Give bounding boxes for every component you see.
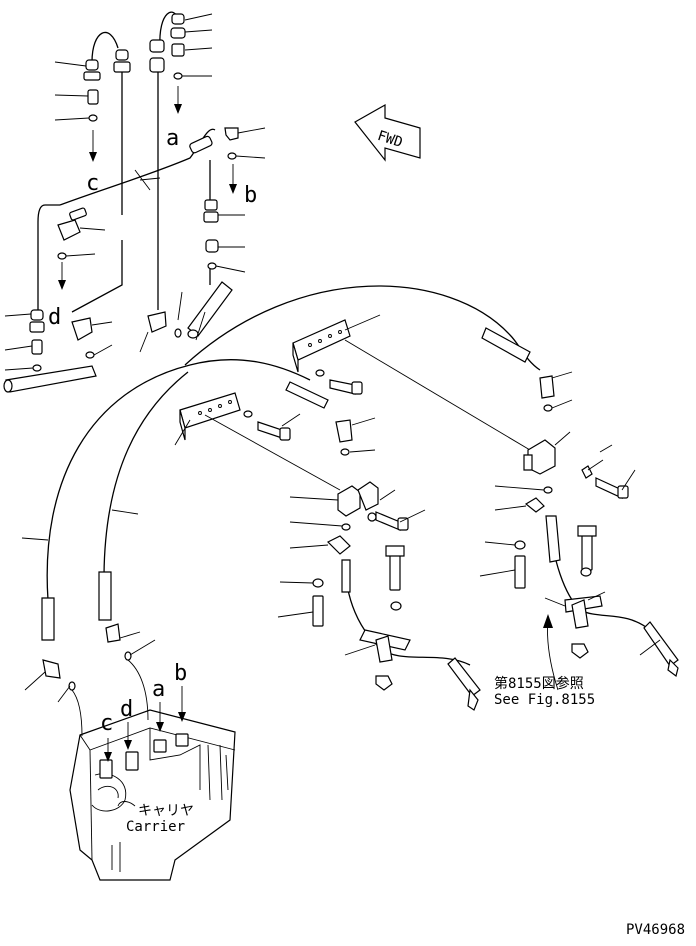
fitting-stack-lower-left	[29, 309, 45, 372]
carrier-label-en: Carrier	[126, 819, 185, 835]
mounting-bracket-left	[174, 392, 341, 491]
junction-block-right	[494, 431, 636, 499]
label-b-carrier: b	[174, 661, 187, 686]
fitting-stack-left	[83, 59, 101, 122]
fwd-direction-marker[interactable]: FWD	[354, 103, 421, 162]
cylinder-left	[3, 365, 97, 393]
label-d-top: d	[48, 305, 61, 330]
fitting-stack-center	[113, 39, 165, 73]
fitting-stack-right-column	[203, 199, 219, 270]
label-c-top: c	[86, 171, 99, 196]
fig-ref-en: See Fig.8155	[494, 692, 595, 708]
label-c-carrier: c	[100, 711, 113, 736]
carrier-callout-leader	[117, 801, 136, 807]
clamp-assembly-center	[277, 535, 481, 711]
carrier-label-jp: キャリヤ	[138, 803, 194, 819]
label-b-top: b	[244, 183, 257, 208]
clamp-assembly-right	[479, 497, 679, 691]
flow-arrows-top	[58, 86, 237, 290]
drawing-id: PV46968	[626, 922, 685, 938]
fitting-stack-top-right	[170, 13, 186, 80]
elbow-fitting-lower-center	[71, 311, 182, 359]
fig-ref-jp: 第8155図参照	[494, 675, 584, 692]
main-hose-routes	[21, 285, 541, 601]
label-a-top: a	[166, 126, 179, 151]
label-a-carrier: a	[152, 677, 165, 702]
fwd-label: FWD	[375, 128, 404, 151]
elbow-fitting-mid-left	[57, 207, 87, 260]
label-d-carrier: d	[120, 697, 133, 722]
elbow-fitting-upper-right	[189, 127, 239, 160]
junction-block-center	[289, 481, 426, 531]
cylinder-right	[187, 281, 233, 339]
leader-lines-top	[4, 13, 266, 371]
route-fittings	[24, 327, 573, 703]
carrier-arrows	[104, 686, 186, 762]
mounting-bracket-right	[292, 314, 531, 451]
upper-hose-assembly: a b c d	[3, 11, 266, 393]
